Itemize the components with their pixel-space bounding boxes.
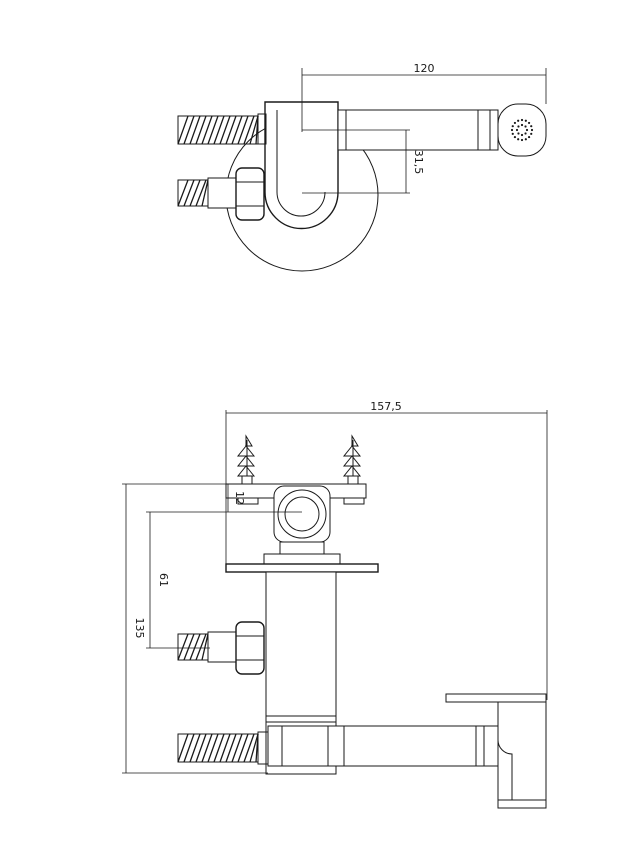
- top-view: 120 31,5: [177, 62, 547, 272]
- hose-braid-top: [177, 115, 259, 145]
- wall-anchor-left: [236, 434, 256, 485]
- hose-braid-side-bottom: [177, 733, 259, 763]
- valve-body-inner-curve: [276, 110, 326, 217]
- spout-arm-side: [267, 725, 499, 767]
- shower-nozzle-pattern: [510, 118, 534, 142]
- shower-head-top-plate: [445, 693, 547, 703]
- inlet-pipe-top: [207, 177, 239, 209]
- dim-label-12: 12: [233, 491, 246, 505]
- hose-braid-middle: [177, 179, 209, 207]
- side-view: 157,5: [122, 400, 548, 809]
- wall-plate: [225, 563, 379, 573]
- wall-anchor-right: [342, 434, 362, 485]
- bracket-foot-left: [237, 497, 259, 505]
- dim-label-61: 61: [157, 573, 170, 587]
- valve-body-top: [264, 101, 339, 230]
- ring-collar: [273, 485, 331, 543]
- dim-label-120: 120: [414, 62, 435, 75]
- hex-nut-side: [235, 621, 265, 675]
- hex-nut-top: [235, 167, 265, 221]
- ring-inner: [284, 496, 320, 532]
- inlet-pipe-side: [207, 631, 239, 663]
- dim-label-31-5: 31,5: [412, 150, 425, 175]
- shower-head-side: [497, 702, 547, 809]
- dim-label-157-5: 157,5: [370, 400, 402, 413]
- hose-braid-side-middle: [177, 633, 209, 661]
- collar-step-1: [279, 541, 325, 555]
- shower-head-curve: [497, 739, 513, 800]
- collar-step-2: [263, 553, 341, 565]
- dim-label-135: 135: [133, 618, 146, 639]
- shower-head-top: [497, 103, 547, 157]
- bracket-foot-right: [343, 497, 365, 505]
- ring-outer: [277, 489, 327, 539]
